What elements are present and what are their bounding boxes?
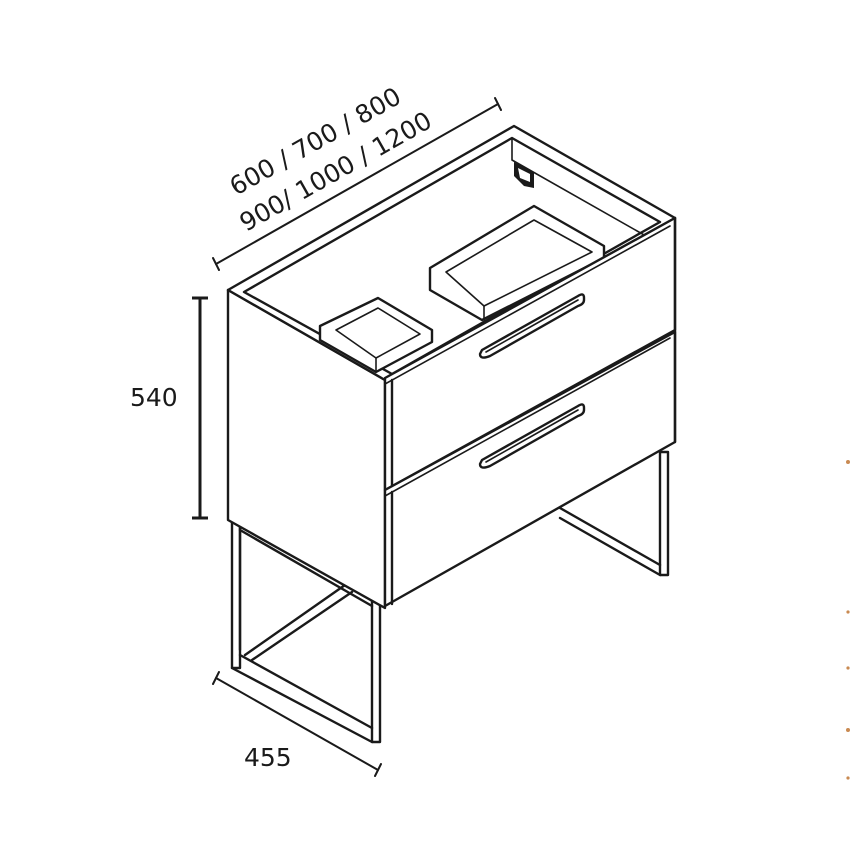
drawer-top — [383, 216, 677, 492]
depth-label: 455 — [244, 743, 292, 772]
height-label: 540 — [130, 383, 178, 412]
cabinet-body — [226, 124, 677, 610]
height-dimension — [192, 296, 208, 520]
edge-marks — [846, 460, 850, 780]
depth-dimension — [212, 671, 382, 777]
hinge-bracket-icon — [514, 162, 534, 188]
width-dimension — [212, 97, 502, 271]
